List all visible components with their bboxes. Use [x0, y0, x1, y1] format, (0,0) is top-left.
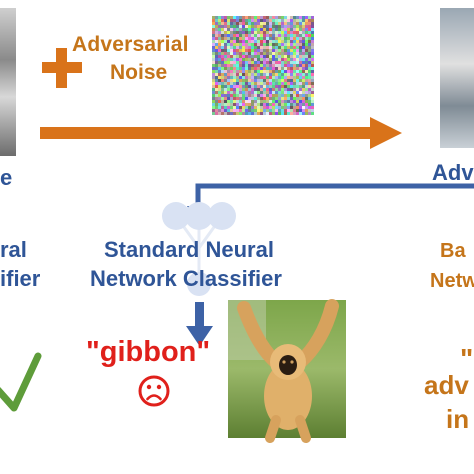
right-classifier-label-line-1: Ba: [440, 240, 466, 262]
gibbon-image: [228, 299, 346, 443]
left-image-caption: e: [0, 165, 13, 190]
right-image-caption: Adv: [432, 160, 474, 185]
panda-image-right: [440, 8, 474, 148]
right-prediction-line-3: in: [446, 404, 470, 434]
frown-face-icon: [138, 375, 170, 407]
right-prediction-line-1: ": [460, 343, 474, 374]
orange-arrow: [40, 117, 402, 149]
standard-prediction: "gibbon": [86, 336, 211, 368]
blue-down-arrow: [186, 302, 213, 346]
right-classifier-label-line-2: Netw: [430, 270, 474, 292]
left-classifier-label-line-1: ral: [0, 237, 27, 262]
plus-icon: [42, 48, 82, 88]
right-prediction-line-2: adv: [424, 370, 469, 400]
network-diagram-icon: [162, 202, 236, 296]
standard-classifier-label-line-1: Standard Neural: [104, 237, 274, 262]
check-icon: [0, 352, 42, 412]
noise-image: [212, 16, 314, 115]
standard-classifier-label-line-2: Network Classifier: [90, 266, 282, 291]
panda-image-left: [0, 8, 16, 156]
left-classifier-label-line-2: ifier: [0, 266, 41, 291]
noise-label-line-2: Noise: [110, 61, 168, 84]
noise-label-line-1: Adversarial: [72, 33, 189, 56]
